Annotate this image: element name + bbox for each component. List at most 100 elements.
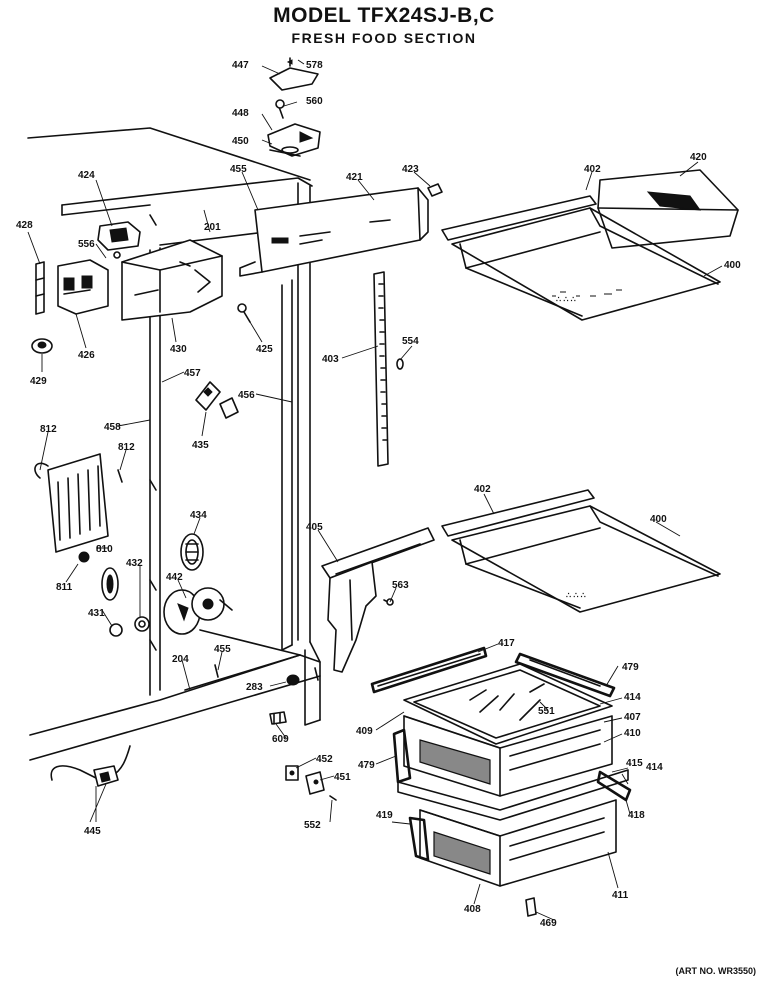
label-417: 417: [498, 638, 515, 649]
label-554: 554: [402, 336, 419, 347]
label-411: 411: [612, 890, 629, 901]
label-414-top: 414: [624, 692, 641, 703]
label-405: 405: [306, 522, 323, 533]
part-447-cover: [269, 57, 319, 91]
label-430: 430: [170, 344, 187, 355]
part-labels: 447 578 448 560 450 424 455 421 423 402 …: [16, 60, 741, 929]
part-448-bracket: [267, 99, 321, 157]
label-563: 563: [392, 580, 409, 591]
label-578: 578: [306, 60, 323, 71]
part-451-bracket: [305, 771, 337, 801]
label-400-top: 400: [724, 260, 741, 271]
svg-text:∴ ∴ ∴: ∴ ∴ ∴: [566, 591, 586, 600]
label-415: 415: [626, 758, 643, 769]
label-609: 609: [272, 734, 289, 745]
part-408-crisper-lower: [408, 799, 617, 887]
leader-lines: [27, 59, 723, 921]
label-812-right: 812: [118, 442, 135, 453]
label-434: 434: [190, 510, 207, 521]
label-424: 424: [78, 170, 95, 181]
part-431-nut: [109, 616, 150, 637]
section-title: FRESH FOOD SECTION: [291, 30, 477, 46]
shelf-upper: ∴ ∴ ∴: [441, 195, 721, 321]
label-400-mid: 400: [650, 514, 667, 525]
label-556: 556: [78, 239, 95, 250]
label-418: 418: [628, 810, 645, 821]
shelf-middle: ∴ ∴ ∴: [441, 489, 721, 613]
label-469: 469: [540, 918, 557, 929]
label-479-left: 479: [358, 760, 375, 771]
label-408: 408: [464, 904, 481, 915]
label-410: 410: [624, 728, 641, 739]
label-458: 458: [104, 422, 121, 433]
part-452-plate: [285, 765, 299, 781]
label-426: 426: [78, 350, 95, 361]
part-426-switch: [57, 259, 109, 315]
part-469-pad: [525, 897, 537, 917]
svg-text:∴ ∴ ∴: ∴ ∴ ∴: [556, 295, 576, 304]
part-435-latch: [195, 381, 239, 419]
part-428-clip: [35, 261, 45, 315]
label-450: 450: [232, 136, 249, 147]
part-479-rail-right: [514, 652, 616, 698]
part-420-tray: [597, 169, 739, 249]
part-414-glass-cover: [403, 663, 613, 745]
label-552: 552: [304, 820, 321, 831]
label-432: 432: [126, 558, 143, 569]
label-442: 442: [166, 572, 183, 583]
label-419: 419: [376, 810, 393, 821]
part-407-crisper-upper: [403, 715, 613, 797]
part-424-thermostat: [97, 221, 141, 259]
label-428: 428: [16, 220, 33, 231]
part-403-rail: [373, 271, 389, 467]
part-423-bulb: [427, 183, 443, 197]
label-414-bottom: 414: [646, 762, 663, 773]
art-number: (ART NO. WR3550): [675, 966, 756, 976]
label-421: 421: [346, 172, 363, 183]
label-431: 431: [88, 608, 105, 619]
part-479-rail-left: [392, 728, 412, 784]
label-407: 407: [624, 712, 641, 723]
part-554-screw: [396, 358, 404, 370]
label-425: 425: [256, 344, 273, 355]
part-445-cord: [50, 745, 131, 787]
label-479-right: 479: [622, 662, 639, 673]
part-430-control-housing: [121, 239, 223, 321]
label-811: 811: [56, 582, 73, 593]
part-810-heater: [34, 453, 123, 563]
part-421-control-panel: [239, 187, 429, 277]
label-456: 456: [238, 390, 255, 401]
label-445: 445: [84, 826, 101, 837]
part-405-support: [321, 527, 435, 673]
part-429-knob: [31, 338, 53, 354]
label-551: 551: [538, 706, 555, 717]
part-283-cap: [286, 674, 300, 686]
label-455-top: 455: [230, 164, 247, 175]
model-title: MODEL TFX24SJ-B,C: [273, 4, 495, 27]
label-403: 403: [322, 354, 339, 365]
cabinet-liner: [27, 127, 321, 761]
label-447: 447: [232, 60, 249, 71]
part-442-fan-motor: [163, 587, 233, 635]
label-451: 451: [334, 772, 351, 783]
label-455-bottom: 455: [214, 644, 231, 655]
label-560: 560: [306, 96, 323, 107]
label-423: 423: [402, 164, 419, 175]
part-417-rail: [370, 646, 488, 694]
label-420: 420: [690, 152, 707, 163]
part-432-grommet: [101, 567, 119, 601]
label-204: 204: [172, 654, 189, 665]
label-812-left: 812: [40, 424, 57, 435]
label-810: 810: [96, 544, 113, 555]
label-452: 452: [316, 754, 333, 765]
label-402-mid: 402: [474, 484, 491, 495]
label-429: 429: [30, 376, 47, 387]
part-425-screw: [237, 303, 251, 323]
label-283: 283: [246, 682, 263, 693]
label-402-top: 402: [584, 164, 601, 175]
label-457: 457: [184, 368, 201, 379]
label-201: 201: [204, 222, 221, 233]
label-409: 409: [356, 726, 373, 737]
